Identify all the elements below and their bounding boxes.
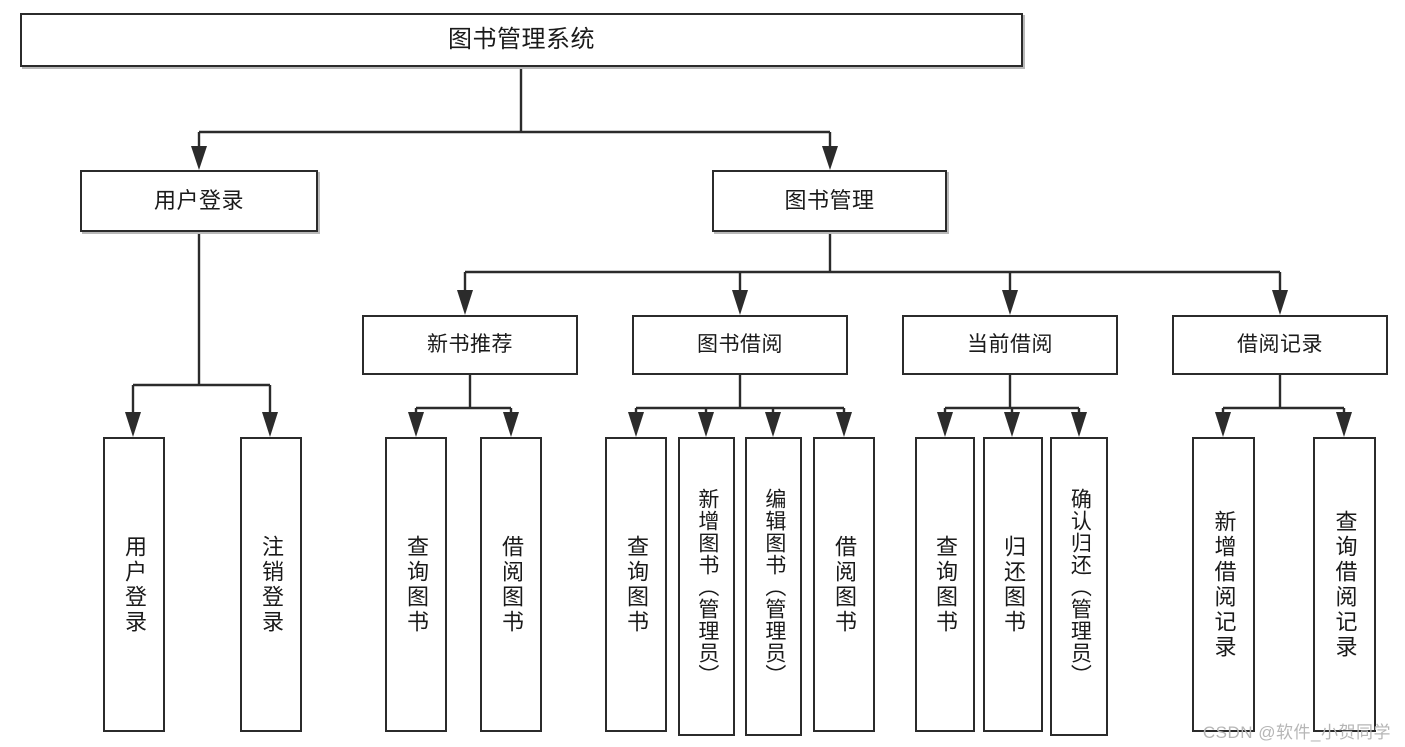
- arrow-nb-leaf1: [408, 412, 424, 437]
- leaf-add-borrow-record[interactable]: 新增借阅记录: [1192, 437, 1255, 732]
- node-borrow-record-label: 借阅记录: [1237, 332, 1323, 356]
- node-current-borrow[interactable]: 当前借阅: [902, 315, 1118, 375]
- arrow-new-book: [457, 290, 473, 315]
- node-new-book-recommend-label: 新书推荐: [427, 332, 513, 356]
- node-root-label: 图书管理系统: [448, 26, 595, 53]
- leaf-add-book-admin-label: 新增图书（管理员）: [695, 487, 719, 686]
- leaf-confirm-return-admin-label: 确认归还（管理员）: [1068, 487, 1092, 686]
- arrow-book-borrow: [732, 290, 748, 315]
- leaf-query-book-label: 查询图书: [623, 534, 649, 635]
- arrow-book-manage: [822, 146, 838, 170]
- leaf-return-book[interactable]: 归还图书: [983, 437, 1043, 732]
- leaf-add-borrow-record-label: 新增借阅记录: [1211, 509, 1237, 660]
- leaf-borrow-book-recommend[interactable]: 借阅图书: [480, 437, 542, 732]
- node-current-borrow-label: 当前借阅: [967, 332, 1053, 356]
- node-book-borrow-label: 图书借阅: [697, 332, 783, 356]
- leaf-confirm-return-admin[interactable]: 确认归还（管理员）: [1050, 437, 1108, 736]
- arrow-bb-leaf3: [765, 412, 781, 437]
- arrow-br-leaf2: [1336, 412, 1352, 437]
- node-root[interactable]: 图书管理系统: [20, 13, 1023, 67]
- leaf-user-login[interactable]: 用户登录: [103, 437, 165, 732]
- leaf-user-login-label: 用户登录: [121, 534, 147, 635]
- arrow-borrow-record: [1272, 290, 1288, 315]
- leaf-borrow-book-label: 借阅图书: [831, 534, 857, 635]
- leaf-query-book-current[interactable]: 查询图书: [915, 437, 975, 732]
- leaf-edit-book-admin-label: 编辑图书（管理员）: [762, 487, 786, 686]
- leaf-borrow-book[interactable]: 借阅图书: [813, 437, 875, 732]
- leaf-query-book-recommend-label: 查询图书: [403, 534, 429, 635]
- node-user-login[interactable]: 用户登录: [80, 170, 318, 232]
- arrow-current-borrow: [1002, 290, 1018, 315]
- leaf-logout[interactable]: 注销登录: [240, 437, 302, 732]
- arrow-cb-leaf1: [937, 412, 953, 437]
- node-book-management[interactable]: 图书管理: [712, 170, 947, 232]
- leaf-add-book-admin[interactable]: 新增图书（管理员）: [678, 437, 735, 736]
- leaf-borrow-book-recommend-label: 借阅图书: [498, 534, 524, 635]
- arrow-leaf-logout: [262, 412, 278, 437]
- leaf-query-book[interactable]: 查询图书: [605, 437, 667, 732]
- arrow-br-leaf1: [1215, 412, 1231, 437]
- arrow-cb-leaf3: [1071, 412, 1087, 437]
- arrow-cb-leaf2: [1004, 412, 1020, 437]
- node-book-management-label: 图书管理: [784, 188, 875, 214]
- node-book-borrow[interactable]: 图书借阅: [632, 315, 848, 375]
- arrow-user-login: [191, 146, 207, 170]
- leaf-logout-label: 注销登录: [258, 534, 284, 635]
- leaf-edit-book-admin[interactable]: 编辑图书（管理员）: [745, 437, 802, 736]
- leaf-query-book-recommend[interactable]: 查询图书: [385, 437, 447, 732]
- leaf-query-borrow-record-label: 查询借阅记录: [1332, 509, 1358, 660]
- arrow-leaf-user-login: [125, 412, 141, 437]
- arrow-bb-leaf4: [836, 412, 852, 437]
- watermark: CSDN @软件_小贺同学: [1202, 723, 1391, 742]
- arrow-bb-leaf1: [628, 412, 644, 437]
- node-borrow-record[interactable]: 借阅记录: [1172, 315, 1388, 375]
- node-user-login-label: 用户登录: [153, 188, 244, 214]
- leaf-query-borrow-record[interactable]: 查询借阅记录: [1313, 437, 1376, 732]
- arrow-bb-leaf2: [698, 412, 714, 437]
- node-new-book-recommend[interactable]: 新书推荐: [362, 315, 578, 375]
- leaf-return-book-label: 归还图书: [1000, 534, 1026, 635]
- leaf-query-book-current-label: 查询图书: [932, 534, 958, 635]
- arrow-nb-leaf2: [503, 412, 519, 437]
